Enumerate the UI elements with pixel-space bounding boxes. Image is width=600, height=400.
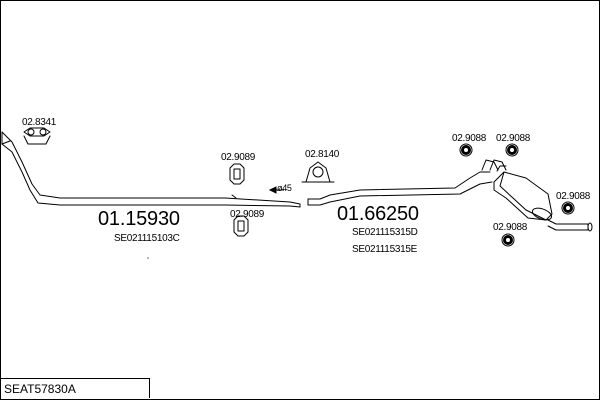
fitting-label-ring-rear-3: 02.9088 <box>556 191 591 202</box>
fitting-label-hanger: 02.8140 <box>305 149 340 160</box>
front-pipe-drawing <box>1 131 301 208</box>
diameter-arrow-icon <box>268 186 284 194</box>
fitting-label-ring-upper: 02.9089 <box>221 152 256 163</box>
oem-code-front-pipe: SE021115103C <box>114 233 180 244</box>
rear-section-drawing <box>307 159 507 206</box>
fitting-label-ring-lower: 02.9089 <box>230 209 265 220</box>
fitting-label-clamp: 02.8341 <box>22 117 57 128</box>
diagram-title: SEAT57830A <box>4 382 76 396</box>
exhaust-hanger-icon <box>301 161 335 183</box>
rear-muffler-drawing <box>493 171 593 232</box>
rubber-ring-icon <box>229 163 245 185</box>
diameter-label: ø45 <box>277 183 292 193</box>
part-number-rear-section: 01.66250 <box>337 203 419 225</box>
title-box: SEAT57830A <box>0 378 150 398</box>
oem-code-rear-section-2: SE021115315E <box>352 244 417 255</box>
rubber-ring-icon <box>233 215 249 237</box>
fitting-label-ring-rear-2: 02.9088 <box>496 133 531 144</box>
fitting-label-ring-rear-1: 02.9088 <box>452 133 487 144</box>
oem-code-rear-section-1: SE021115315D <box>352 227 418 238</box>
part-number-front-pipe: 01.15930 <box>98 208 180 230</box>
clamp-icon <box>23 127 51 145</box>
fitting-label-ring-rear-4: 02.9088 <box>493 222 528 233</box>
